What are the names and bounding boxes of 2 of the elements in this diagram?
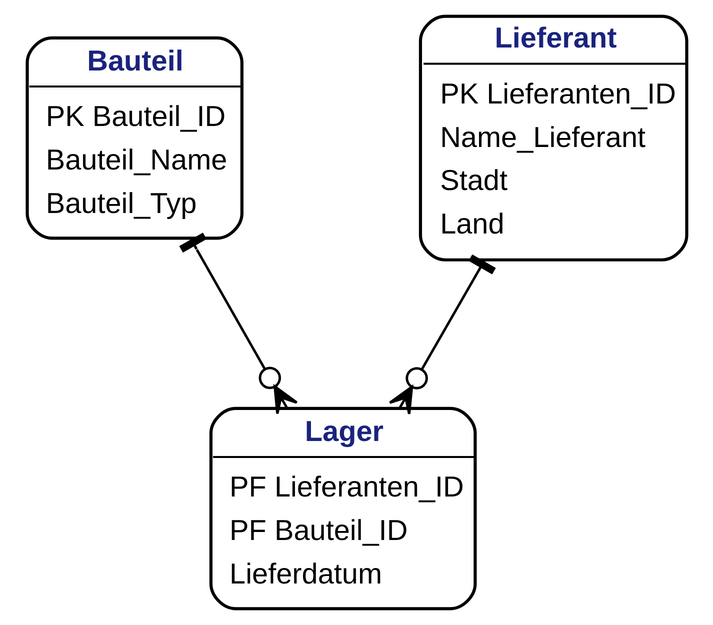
connector <box>178 232 298 415</box>
connector <box>388 254 496 416</box>
